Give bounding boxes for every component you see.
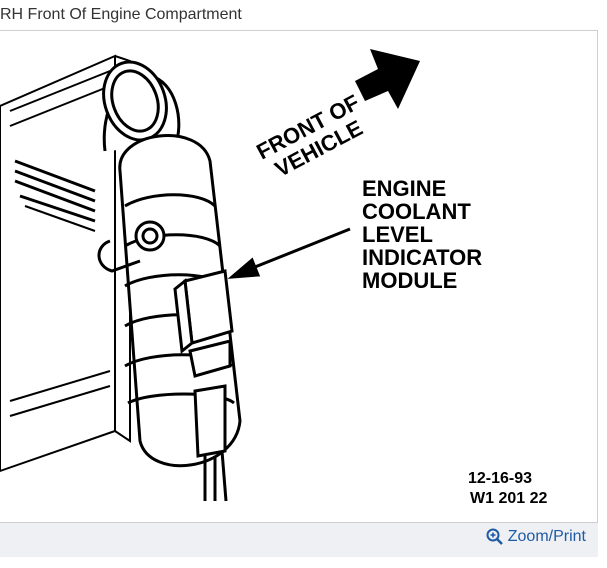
indicator-module-illustration [173, 269, 234, 502]
upper-hose-illustration [102, 60, 181, 152]
date-code: 12-16-93 [468, 470, 532, 487]
front-arrow-icon [355, 49, 420, 109]
module-label: ENGINE COOLANT LEVEL INDICATOR MODULE [362, 176, 482, 293]
zoom-print-label: Zoom/Print [507, 528, 586, 545]
radiator-illustration [0, 54, 131, 473]
module-label-line: COOLANT [362, 199, 471, 224]
engine-diagram: FRONT OF VEHICLE ENGINE COOLANT LEVEL IN… [0, 49, 547, 507]
figure-caption: RH Front Of Engine Compartment [0, 6, 242, 23]
module-label-line: INDICATOR [362, 245, 482, 270]
module-label-line: ENGINE [362, 176, 446, 201]
figure-toolbar: Zoom/Print [0, 523, 598, 557]
module-label-line: LEVEL [362, 222, 433, 247]
front-of-vehicle-label: FRONT OF VEHICLE [252, 90, 366, 182]
magnifier-plus-icon [486, 528, 504, 546]
figure-code: W1 201 22 [470, 490, 547, 507]
module-label-line: MODULE [362, 268, 457, 293]
leader-arrow [227, 227, 351, 279]
figure-frame: FRONT OF VEHICLE ENGINE COOLANT LEVEL IN… [0, 30, 598, 523]
zoom-print-link[interactable]: Zoom/Print [486, 528, 586, 546]
